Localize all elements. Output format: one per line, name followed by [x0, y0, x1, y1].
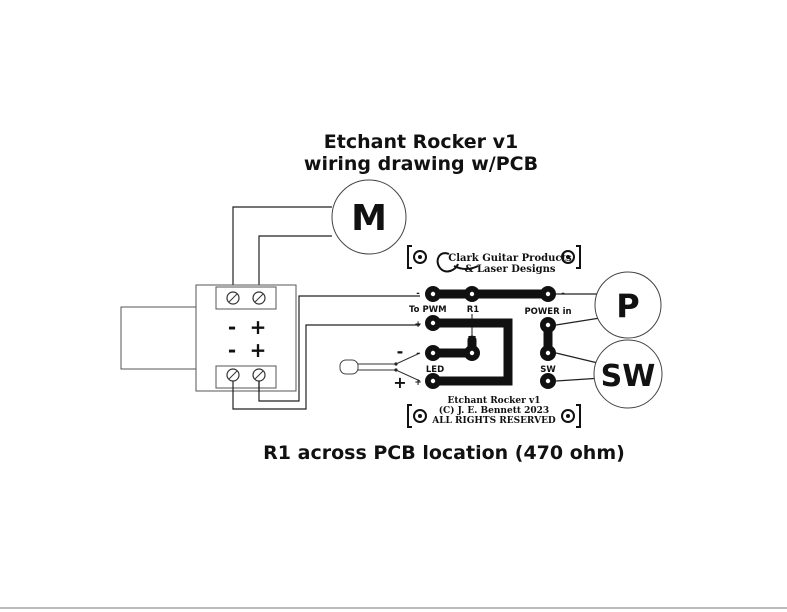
potentiometer-icon [594, 271, 662, 339]
pcb-label-to-pwm: To PWM [409, 305, 447, 315]
terminal-screws [226, 291, 266, 382]
potentiometer-label: P [616, 287, 639, 325]
switch-icon [593, 339, 663, 409]
pcb-brand-line-2: & Laser Designs [464, 264, 555, 275]
pcb-footer-line-2: (C) J. E. Bennett 2023 [439, 405, 549, 416]
power-wires [232, 295, 420, 410]
pcb-label-led: LED [426, 365, 444, 375]
motor-wires [232, 206, 332, 296]
pcb-label-sw: SW [540, 365, 556, 375]
pcb-label-r1: R1 [467, 305, 480, 315]
terminal-row2-plus: + [250, 338, 267, 362]
title-line-2: wiring drawing w/PCB [304, 153, 538, 175]
pcb-sign-minus-left: - [416, 289, 420, 299]
dc-jack-body [120, 284, 297, 392]
pcb-outline [407, 245, 581, 428]
pcb-sign-minus-led: - [416, 349, 420, 359]
diagram-caption: R1 across PCB location (470 ohm) [263, 442, 625, 464]
led [339, 352, 421, 382]
r1-arrow-icon [468, 336, 476, 342]
pcb-brand-line-1: Clark Guitar Products [448, 253, 572, 264]
pcb-sign-plus-led: + [414, 378, 421, 388]
led-plus-label: + [393, 373, 406, 392]
brand-logo-icon [436, 252, 479, 273]
terminal-row1-plus: + [250, 315, 267, 339]
pcb-label-power-in: POWER in [524, 307, 571, 317]
led-minus-label: - [397, 342, 404, 361]
pcb-pads [425, 286, 556, 389]
terminal-row1-minus: - [228, 315, 236, 339]
switch-label: SW [601, 359, 656, 394]
pcb-footer-line-3: ALL RIGHTS RESERVED [431, 416, 556, 426]
title-line-1: Etchant Rocker v1 [324, 131, 518, 153]
terminal-row2-minus: - [228, 338, 236, 362]
motor-icon [331, 179, 407, 255]
led-icon [339, 359, 359, 375]
pcb-footer-line-1: Etchant Rocker v1 [448, 396, 541, 406]
pcb-sign-plus-left: + [414, 320, 421, 330]
motor-label: M [351, 198, 387, 239]
